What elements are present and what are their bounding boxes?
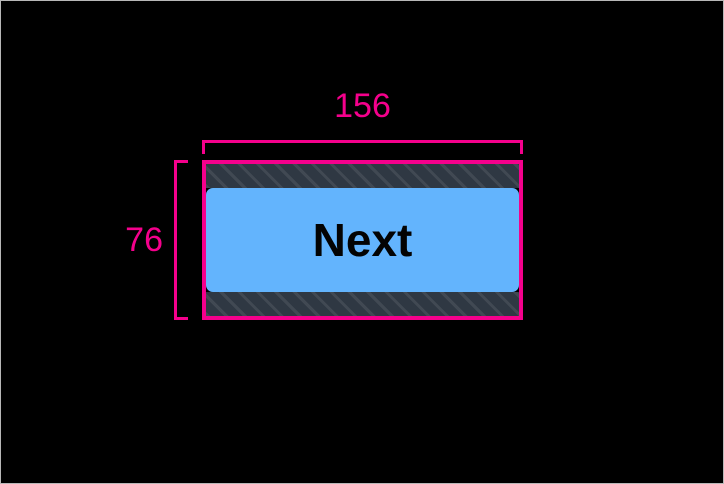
next-button[interactable]: Next	[206, 188, 519, 292]
margin-band-bottom	[206, 292, 519, 316]
margin-band-top	[206, 164, 519, 188]
height-dimension-label: 76	[125, 221, 163, 259]
width-dimension-bracket	[202, 140, 523, 154]
element-highlight-frame: Next	[202, 160, 523, 320]
width-dimension-label: 156	[334, 87, 391, 125]
next-button-label: Next	[312, 214, 413, 266]
height-dimension-bracket	[174, 160, 188, 320]
